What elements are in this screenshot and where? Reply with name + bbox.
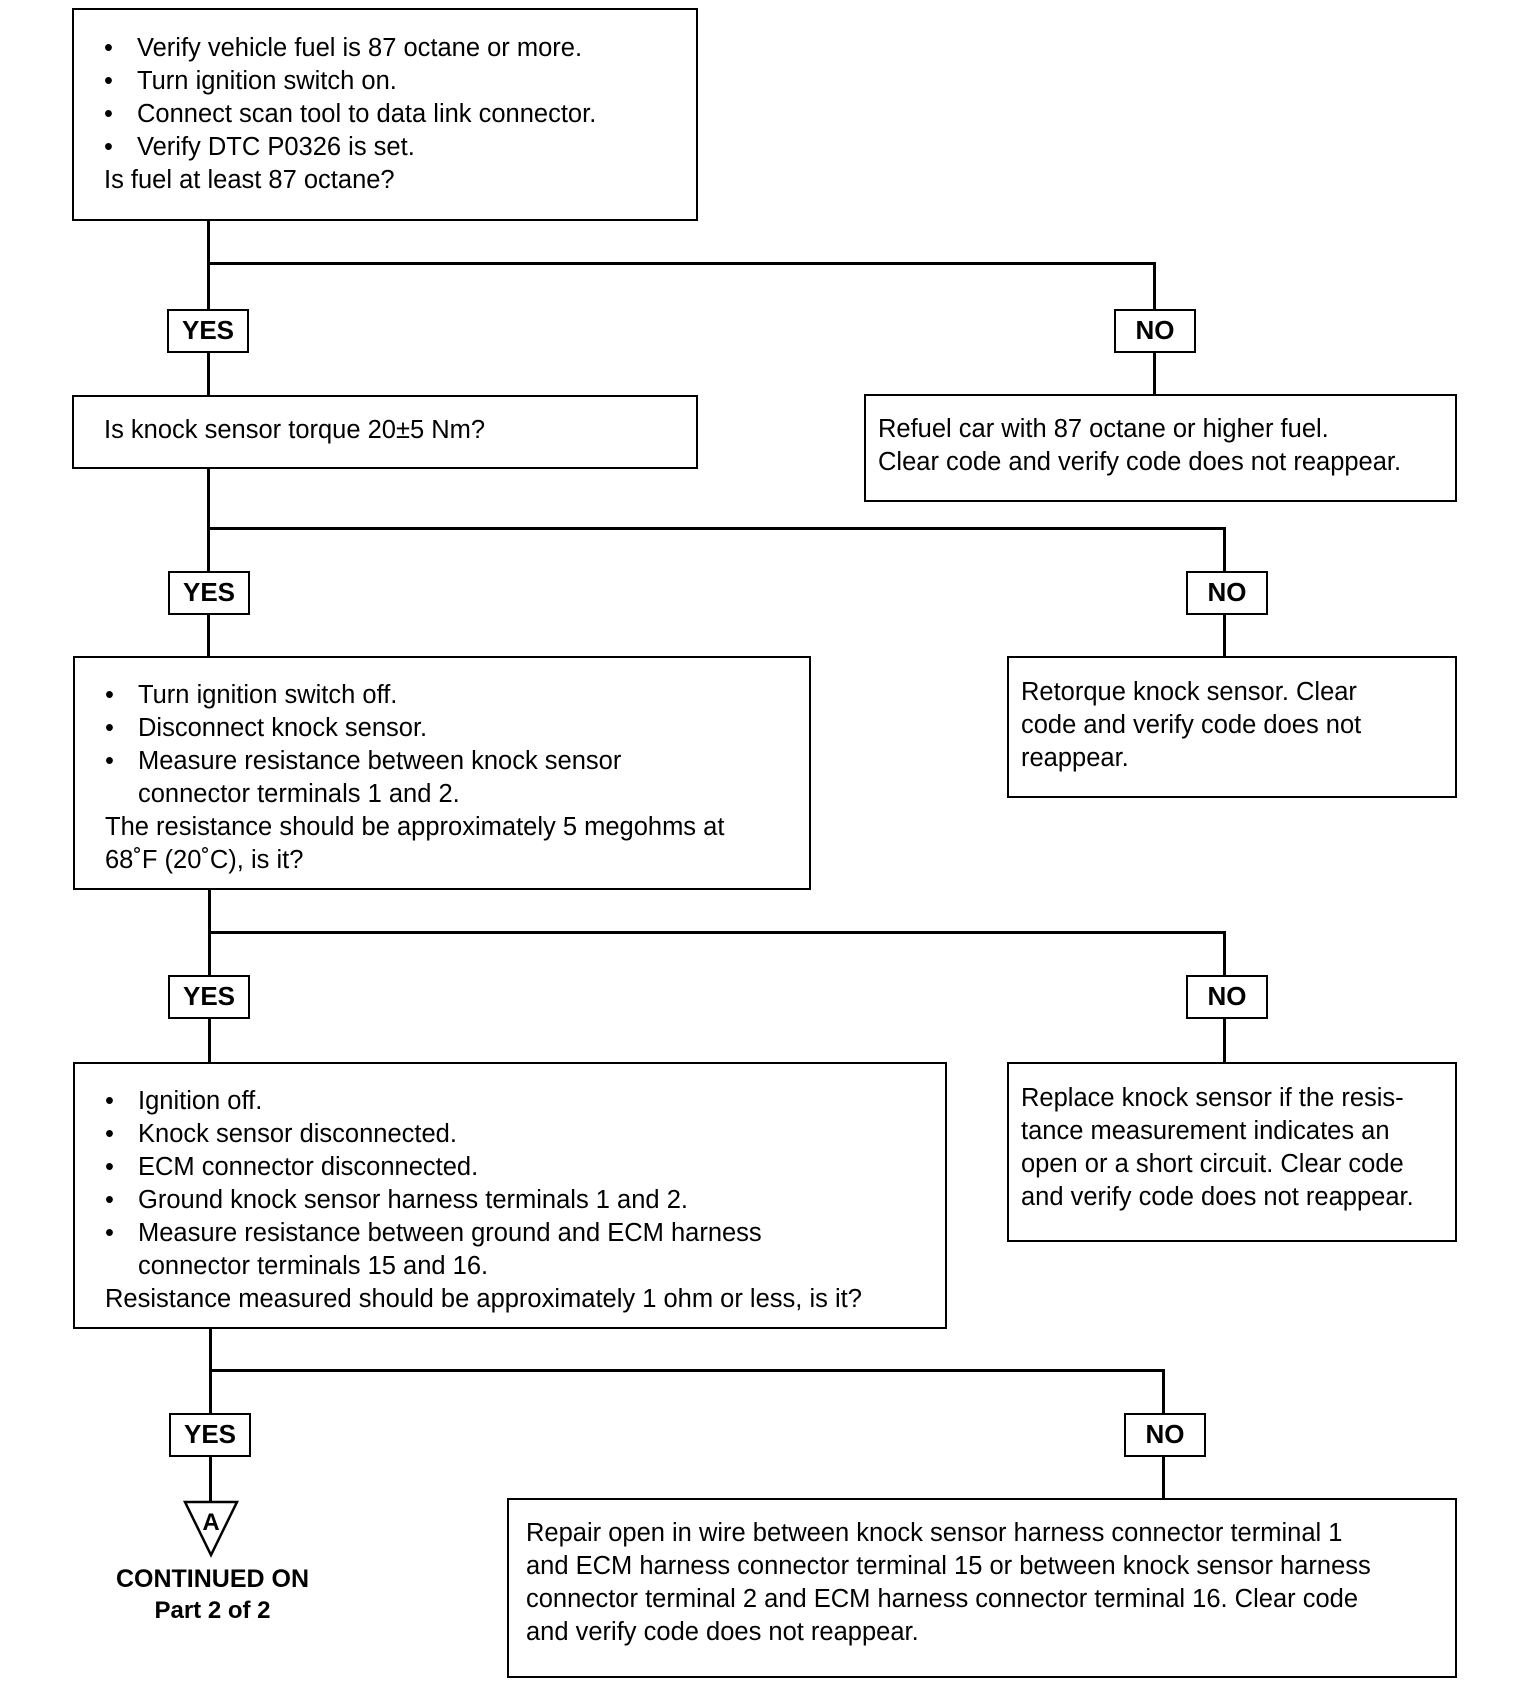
step-item: Verify DTC P0326 is set. (104, 131, 686, 164)
continuation-marker-letter: A (202, 1509, 219, 1536)
step-item: Verify vehicle fuel is 87 octane or more… (104, 32, 686, 65)
step-item: Disconnect knock sensor. (105, 712, 799, 745)
step-item: Ground knock sensor harness terminals 1 … (105, 1184, 935, 1217)
action-line: Refuel car with 87 octane or higher fuel… (878, 415, 1329, 443)
no-action-repair-wire: Repair open in wire between knock sensor… (507, 1498, 1457, 1678)
action-line: connector terminal 2 and ECM harness con… (526, 1585, 1358, 1613)
action-line: Replace knock sensor if the resis- (1021, 1084, 1404, 1112)
step-question: Resistance measured should be approximat… (105, 1285, 862, 1313)
step-box-torque-check: Is knock sensor torque 20±5 Nm? (72, 395, 698, 469)
no-label: NO (1186, 975, 1268, 1019)
action-line: and verify code does not reappear. (526, 1618, 919, 1646)
yes-label: YES (168, 571, 250, 615)
no-action-replace-sensor: Replace knock sensor if the resis- tance… (1007, 1062, 1457, 1242)
connector-line (209, 1455, 212, 1503)
connector-line (1162, 1455, 1165, 1498)
connector-line (207, 613, 210, 656)
no-action-refuel: Refuel car with 87 octane or higher fuel… (864, 394, 1457, 502)
action-line: and ECM harness connector terminal 15 or… (526, 1552, 1371, 1580)
action-line: Repair open in wire between knock sensor… (526, 1519, 1343, 1547)
connector-line (207, 262, 1156, 265)
action-line: Retorque knock sensor. Clear (1021, 678, 1357, 706)
step-box-sensor-resistance: Turn ignition switch off. Disconnect kno… (73, 656, 811, 890)
yes-label: YES (169, 1413, 251, 1457)
step-item: Measure resistance between ground and EC… (105, 1217, 935, 1283)
connector-line (208, 931, 1226, 934)
connector-line (1223, 527, 1226, 571)
connector-line (207, 527, 1226, 530)
connector-line (209, 1369, 1165, 1372)
continued-on-label: CONTINUED ON (115, 1565, 310, 1593)
step-question: Is fuel at least 87 octane? (104, 166, 395, 194)
connector-line (1153, 262, 1156, 309)
step-question: Is knock sensor torque 20±5 Nm? (104, 416, 486, 444)
step-item: Knock sensor disconnected. (105, 1118, 935, 1151)
step-item: Connect scan tool to data link connector… (104, 98, 686, 131)
step-question: The resistance should be approximately 5… (105, 813, 725, 874)
connector-line (208, 1018, 211, 1062)
connector-line (1162, 1369, 1165, 1413)
continuation-marker-icon: A (182, 1500, 240, 1558)
step-item: Turn ignition switch on. (104, 65, 686, 98)
connector-line (1223, 613, 1226, 656)
step-box-harness-resistance: Ignition off. Knock sensor disconnected.… (73, 1062, 947, 1329)
connector-line (207, 220, 210, 312)
step-item: ECM connector disconnected. (105, 1151, 935, 1184)
no-label: NO (1114, 309, 1196, 353)
action-line: Clear code and verify code does not reap… (878, 448, 1402, 476)
connector-line (207, 468, 210, 573)
connector-line (207, 351, 210, 395)
connector-line (1223, 1018, 1226, 1062)
connector-line (1223, 931, 1226, 975)
action-line: code and verify code does not (1021, 711, 1362, 739)
step-item: Measure resistance between knock sensor … (105, 745, 799, 811)
action-line: open or a short circuit. Clear code (1021, 1150, 1404, 1178)
step-box-fuel-check: Verify vehicle fuel is 87 octane or more… (72, 8, 698, 221)
action-line: and verify code does not reappear. (1021, 1183, 1414, 1211)
no-action-retorque: Retorque knock sensor. Clear code and ve… (1007, 656, 1457, 798)
no-label: NO (1186, 571, 1268, 615)
connector-line (1153, 351, 1156, 394)
step-item: Turn ignition switch off. (105, 679, 799, 712)
action-line: reappear. (1021, 744, 1129, 772)
yes-label: YES (167, 309, 249, 353)
action-line: tance measurement indicates an (1021, 1117, 1390, 1145)
step-item: Ignition off. (105, 1085, 935, 1118)
no-label: NO (1124, 1413, 1206, 1457)
continued-part-label: Part 2 of 2 (154, 1597, 271, 1624)
yes-label: YES (168, 975, 250, 1019)
